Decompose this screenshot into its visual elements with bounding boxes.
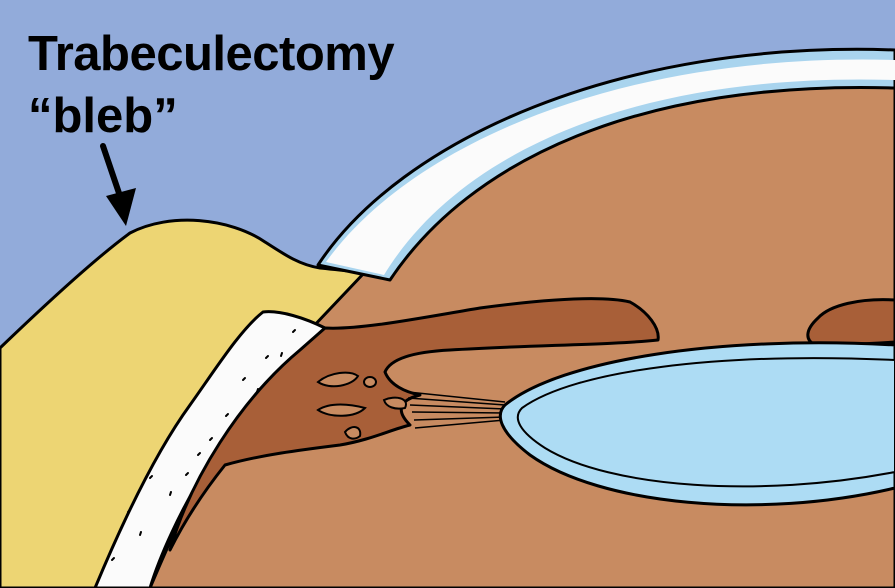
label-subtitle: “bleb” [28, 88, 178, 144]
label-title: Trabeculectomy [28, 26, 394, 82]
